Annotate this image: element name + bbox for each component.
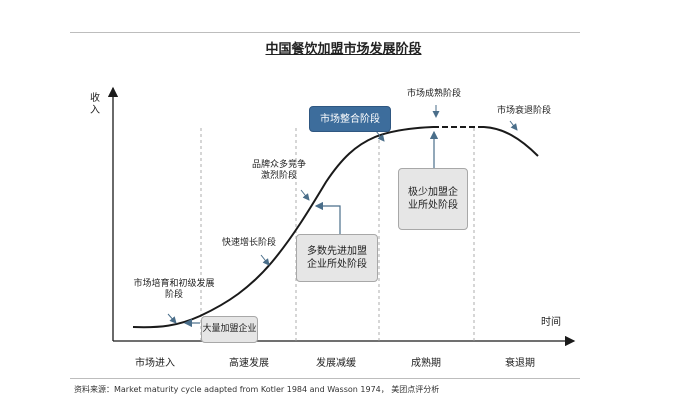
annotation-cultivation: 市场培育和初级发展阶段 [133,279,215,300]
source-note: 资料来源：Market maturity cycle adapted from … [74,385,440,394]
phase-label-slowdown: 发展减缓 [316,358,356,369]
annotation-decline: 市场衰退阶段 [497,106,552,116]
annotation-rapid-growth: 快速增长阶段 [222,238,277,248]
box-many-franchise: 大量加盟企业 [201,316,258,343]
phase-label-decline: 衰退期 [505,358,535,369]
x-axis-label: 时间 [541,317,561,328]
lifecycle-curve [132,126,434,329]
pointer-decline [509,120,518,131]
box-few-franchise: 极少加盟企业所处阶段 [398,168,468,230]
lifecycle-curve-decline [483,126,539,157]
annotation-maturity: 市场成熟阶段 [407,89,462,99]
box-market-integration: 市场整合阶段 [309,106,391,132]
pointer-cultivation [167,313,177,324]
box-advanced-franchise: 多数先进加盟企业所处阶段 [296,234,378,282]
phase-label-entry: 市场进入 [135,358,175,369]
annotation-competition: 品牌众多竞争激烈阶段 [251,160,306,181]
phase-label-rapid: 高速发展 [229,358,269,369]
pointer-integration [375,130,385,142]
pointer-competition [300,189,310,201]
y-axis-label: 收入 [90,93,100,116]
arrow-advanced-to-curve [314,201,341,234]
figure-frame [70,32,580,379]
diagram-title: 中国餐饮加盟市场发展阶段 [265,42,422,57]
pointer-rapid-growth [260,254,270,266]
phase-label-mature: 成熟期 [411,358,441,369]
